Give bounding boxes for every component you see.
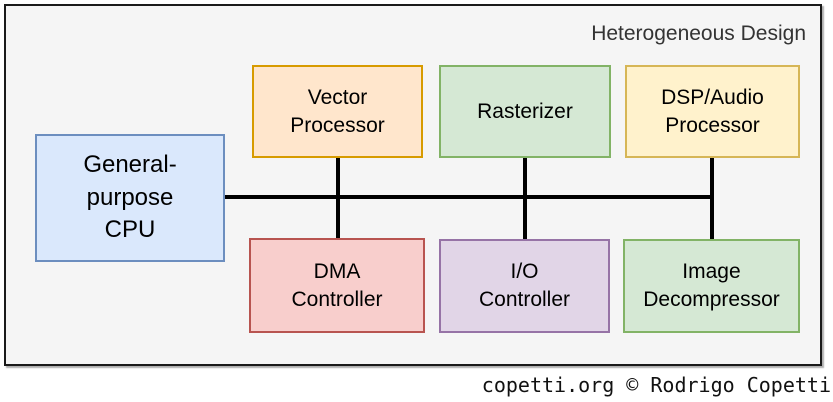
node-vector-processor: Vector Processor [252, 65, 423, 158]
node-label: Rasterizer [477, 99, 573, 123]
node-image-decompressor: Image Decompressor [623, 239, 800, 333]
node-dsp-audio-processor: DSP/Audio Processor [625, 65, 800, 158]
diagram-title: Heterogeneous Design [591, 22, 806, 45]
node-label: DSP/Audio Processor [661, 85, 764, 137]
node-label: Image Decompressor [643, 260, 780, 311]
bus-vertical-line-dsp-image [710, 158, 714, 240]
credit-text: copetti.org © Rodrigo Copetti [481, 373, 831, 397]
node-label: DMA Controller [291, 259, 383, 311]
bus-vertical-line-rasterizer-io [523, 158, 527, 240]
node-label: Vector Processor [290, 85, 385, 137]
node-rasterizer: Rasterizer [439, 65, 611, 158]
node-dma-controller: DMA Controller [249, 238, 425, 333]
node-general-purpose-cpu: General- purpose CPU [35, 134, 225, 262]
bus-vertical-line-vector-dma [336, 158, 340, 239]
node-label: I/O Controller [478, 260, 571, 311]
node-label: General- purpose CPU [83, 151, 177, 244]
bus-horizontal-line [225, 195, 714, 199]
node-io-controller: I/O Controller [439, 239, 610, 333]
